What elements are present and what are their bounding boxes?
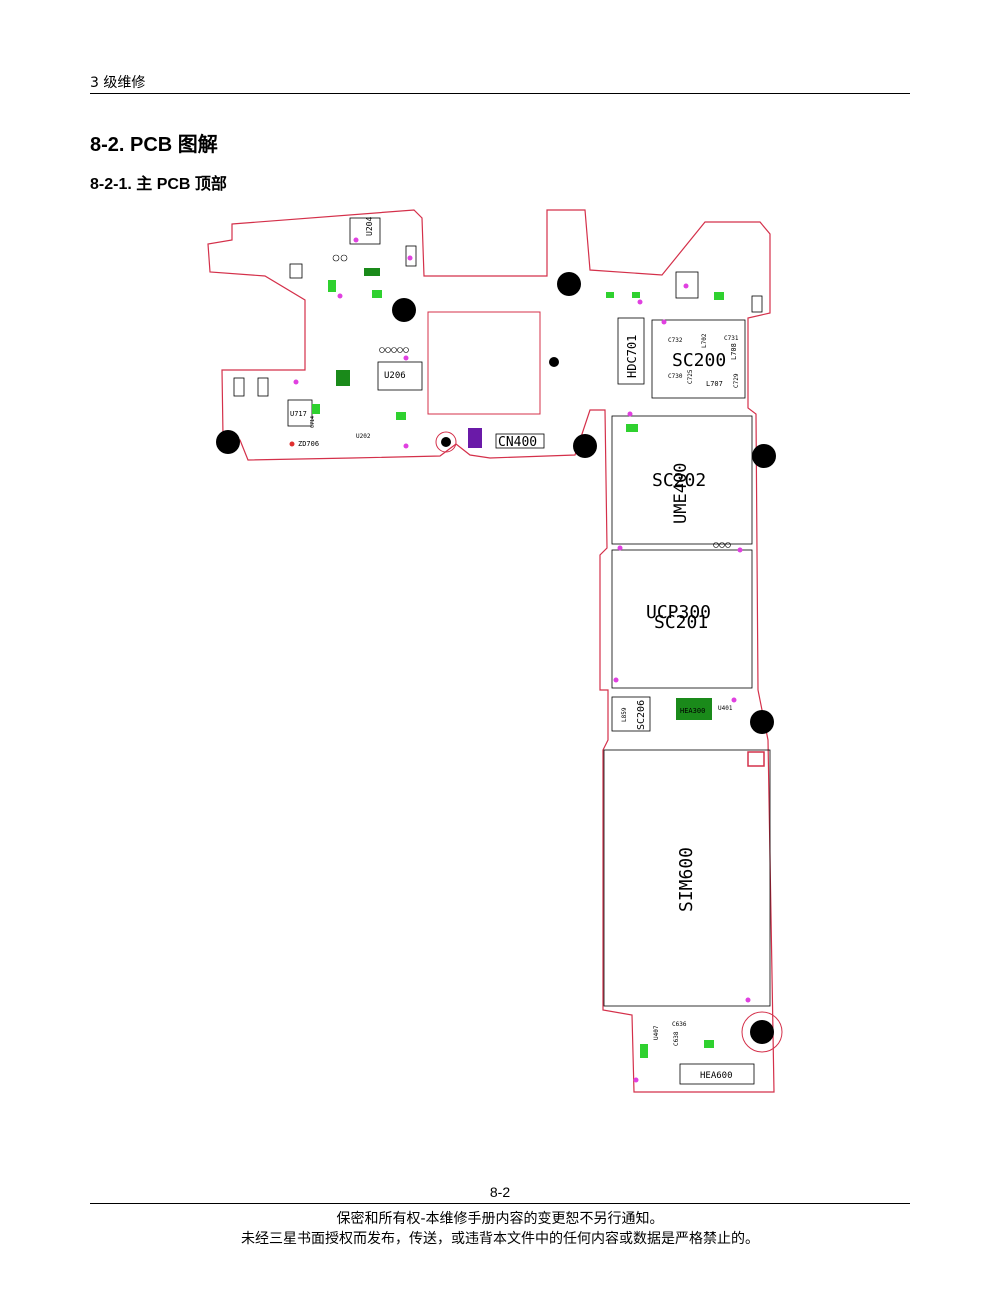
label-u204: U204: [365, 217, 374, 236]
label-c730: C730: [668, 373, 683, 380]
label-ucp300: UCP300: [646, 602, 711, 623]
pcb-outline-upper: [207, 209, 775, 1093]
label-sc200: SC200: [672, 350, 726, 371]
hea600-box: [679, 1063, 755, 1085]
page-number: 8-2: [489, 1184, 511, 1200]
label-u202: U202: [356, 433, 371, 440]
screw-hole: [216, 430, 240, 454]
label-l702: L702: [701, 333, 708, 348]
screw-hole: [750, 710, 774, 734]
sc200-shield: [651, 319, 746, 399]
label-c725: C725: [687, 369, 694, 384]
footer-rule: [90, 1203, 910, 1204]
footer-line-1: 保密和所有权-本维修手册内容的变更恕不另行通知。: [336, 1211, 664, 1227]
label-sc201: SC201: [654, 612, 708, 633]
chapter-header: 3 级维修: [90, 75, 146, 91]
inner-shield: [427, 311, 541, 415]
label-c714: C714: [310, 416, 316, 428]
label-sc206: SC206: [636, 700, 647, 730]
label-u401: U401: [718, 705, 733, 712]
label-l859: L859: [621, 707, 628, 722]
screw-hole: [752, 444, 776, 468]
label-ume400: UME400: [671, 463, 691, 524]
components: [233, 245, 763, 1058]
screw-hole: [750, 1020, 774, 1044]
u204-box: [349, 217, 381, 245]
via: [441, 437, 451, 447]
label-hea300: HEA300: [680, 707, 705, 715]
u206-box: [377, 361, 423, 391]
label-zd706: ZD706: [298, 440, 319, 448]
label-c729: C729: [733, 373, 740, 388]
label-u407: U407: [653, 1025, 660, 1040]
sc202-shield: [611, 415, 753, 545]
footer-line-2: 未经三星书面授权而发布，传送，或违背本文件中的任何内容或数据是严格禁止的。: [241, 1231, 759, 1247]
cn400-box: [495, 433, 545, 449]
pin-circles: [332, 254, 731, 548]
sc201-shield: [611, 549, 753, 689]
screw-ring: [435, 431, 457, 453]
hdc701-box: [617, 317, 645, 385]
label-c732: C732: [668, 337, 683, 344]
label-sc202: SC202: [652, 470, 706, 491]
label-c636: C636: [672, 1021, 687, 1028]
label-l707: L707: [706, 380, 723, 388]
label-cn400: CN400: [498, 435, 537, 450]
screw-holes: [216, 272, 783, 1053]
screw-hole: [573, 434, 597, 458]
label-u717: U717: [290, 410, 307, 418]
via: [549, 357, 559, 367]
section-subtitle: 8-2-1. 主 PCB 顶部: [90, 176, 227, 193]
screw-ring: [741, 1011, 783, 1053]
label-l708: L708: [730, 343, 738, 360]
label-hdc701: HDC701: [625, 335, 639, 378]
header-rule: [90, 93, 910, 94]
label-c731: C731: [724, 335, 739, 342]
screw-hole: [557, 272, 581, 296]
label-u206: U206: [384, 371, 406, 381]
screw-hole: [392, 298, 416, 322]
section-title: 8-2. PCB 图解: [90, 134, 218, 156]
sim600-holder: [603, 749, 771, 1007]
label-c638: C638: [673, 1031, 680, 1046]
small-square: [747, 751, 765, 767]
label-hea600: HEA600: [700, 1071, 733, 1081]
sc206-box: [611, 696, 651, 732]
test-points: [289, 237, 751, 1083]
label-sim600: SIM600: [676, 847, 697, 912]
